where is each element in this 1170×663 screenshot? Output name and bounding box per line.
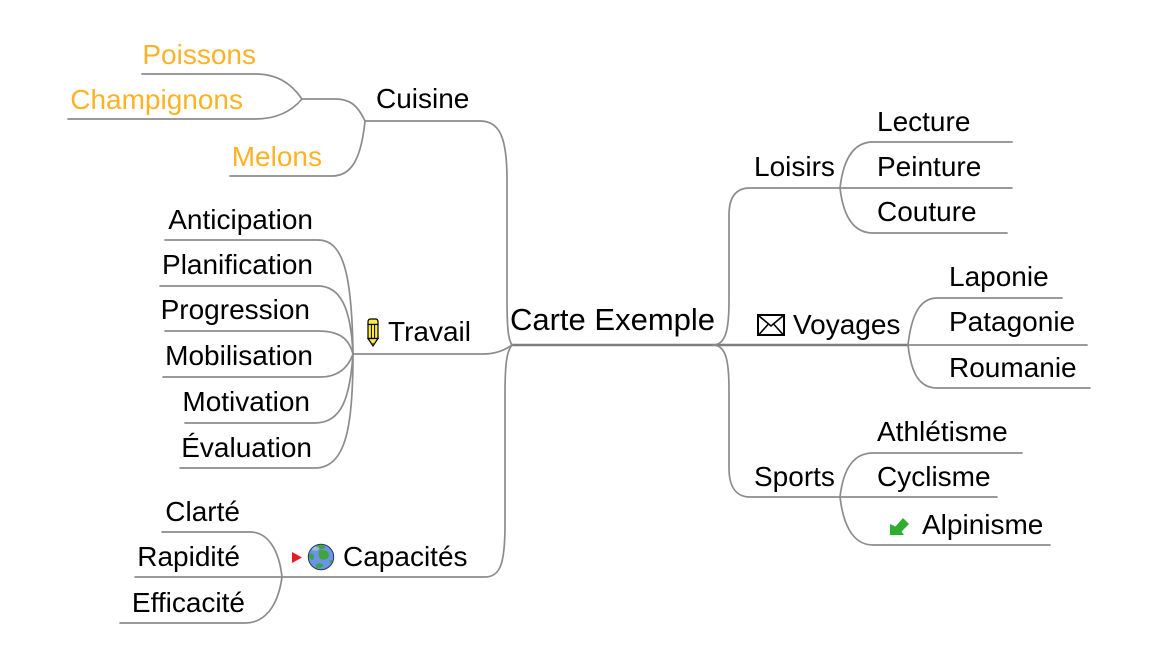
node-label: Cyclisme (877, 461, 991, 492)
branch-couture (839, 187, 1008, 234)
node-efficacite[interactable]: Efficacité (132, 588, 245, 618)
node-motivation[interactable]: Motivation (182, 387, 310, 417)
node-alpinisme[interactable]: Alpinisme (888, 510, 1043, 540)
node-label: Efficacité (131, 587, 245, 618)
branch-cuisine (364, 120, 513, 346)
node-label: Cuisine (376, 83, 470, 114)
node-laponie[interactable]: Laponie (949, 262, 1049, 292)
node-label: Clarté (165, 496, 240, 527)
node-champignons[interactable]: Champignons (70, 85, 243, 115)
node-anticipation[interactable]: Anticipation (168, 205, 313, 235)
branch-capacites (281, 344, 513, 578)
pencil-icon (366, 318, 380, 347)
node-label: Champignons (70, 84, 243, 115)
node-sports[interactable]: Sports (754, 462, 835, 492)
node-label: Melons (231, 141, 322, 172)
node-capacites[interactable]: Capacités (291, 542, 468, 572)
node-athletisme[interactable]: Athlétisme (877, 417, 1008, 447)
node-label: Alpinisme (922, 509, 1044, 540)
node-cuisine[interactable]: Cuisine (376, 84, 469, 114)
branch-anticipation (164, 239, 354, 355)
node-label: Carte Exemple (509, 302, 716, 337)
node-label: Motivation (182, 386, 310, 417)
node-label: Peinture (877, 151, 982, 182)
node-roumanie[interactable]: Roumanie (949, 353, 1077, 383)
node-label: Anticipation (168, 204, 313, 235)
globe-icon (307, 543, 335, 571)
node-label: Travail (388, 316, 471, 347)
branch-champignons (67, 98, 303, 120)
node-cyclisme[interactable]: Cyclisme (877, 462, 991, 492)
node-planification[interactable]: Planification (162, 250, 313, 280)
branch-clarte (161, 531, 283, 578)
node-root[interactable]: Carte Exemple (509, 302, 716, 337)
branch-cuisine-children-trunk (301, 98, 366, 122)
green-arrow-icon (890, 517, 909, 535)
node-label: Patagonie (949, 306, 1076, 337)
branch-athletisme (839, 452, 1023, 498)
node-label: Poissons (142, 39, 256, 70)
node-label: Sports (754, 461, 835, 492)
node-evaluation[interactable]: Évaluation (181, 433, 312, 463)
branch-evaluation (179, 353, 354, 469)
node-label: Mobilisation (165, 340, 313, 371)
branch-loisirs (712, 187, 841, 346)
node-clarte[interactable]: Clarté (165, 497, 240, 527)
node-lecture[interactable]: Lecture (877, 107, 970, 137)
node-rapidite[interactable]: Rapidité (137, 542, 240, 572)
branch-laponie (907, 297, 1063, 346)
branch-motivation (184, 353, 354, 424)
node-peinture[interactable]: Peinture (877, 152, 981, 182)
node-melons[interactable]: Melons (232, 142, 322, 172)
node-poissons[interactable]: Poissons (142, 40, 256, 70)
node-couture[interactable]: Couture (877, 197, 977, 227)
node-label: Évaluation (181, 432, 312, 463)
node-label: Loisirs (754, 151, 835, 182)
node-label: Planification (162, 249, 313, 280)
envelope-icon (757, 314, 785, 336)
branch-alpinisme (839, 496, 1051, 546)
red-arrow-icon (292, 551, 302, 563)
branch-mobilisation (162, 353, 354, 378)
node-label: Athlétisme (877, 416, 1008, 447)
branch-travail (352, 344, 513, 355)
node-label: Capacités (343, 541, 468, 572)
node-patagonie[interactable]: Patagonie (949, 307, 1075, 337)
node-mobilisation[interactable]: Mobilisation (165, 341, 313, 371)
node-travail[interactable]: Travail (365, 317, 471, 347)
node-loisirs[interactable]: Loisirs (754, 152, 835, 182)
node-label: Progression (160, 294, 310, 325)
node-label: Roumanie (949, 352, 1077, 383)
branch-poissons (141, 73, 303, 100)
branch-lecture (839, 141, 1013, 189)
node-label: Couture (877, 196, 977, 227)
node-progression[interactable]: Progression (161, 295, 310, 325)
branch-roumanie (907, 344, 1091, 389)
branch-melons (229, 120, 366, 177)
node-label: Lecture (877, 106, 971, 137)
branch-progression (164, 330, 354, 355)
node-label: Rapidité (137, 541, 240, 572)
node-label: Voyages (793, 309, 901, 340)
node-label: Laponie (949, 261, 1049, 292)
branch-efficacite (119, 576, 283, 624)
branch-sports (712, 344, 841, 498)
node-voyages[interactable]: Voyages (757, 310, 900, 340)
branch-planification (159, 285, 354, 355)
